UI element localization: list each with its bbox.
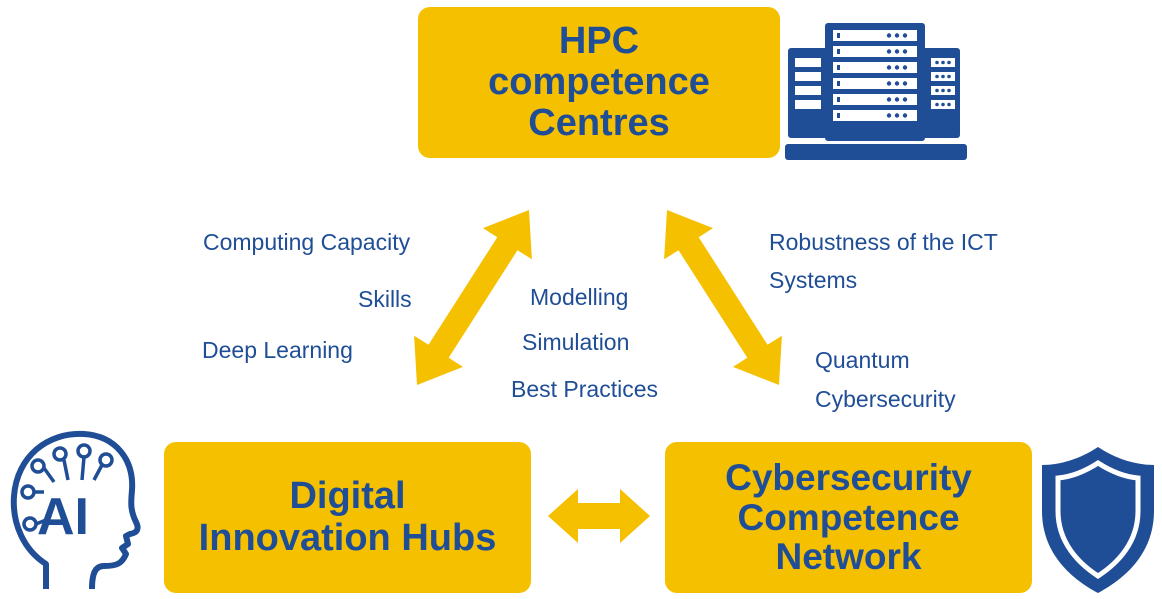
shield-icon <box>1042 447 1154 593</box>
label-cybersecurity: Cybersecurity <box>815 386 956 412</box>
node-dih-line-2: Innovation Hubs <box>198 516 497 559</box>
label-computing-capacity: Computing Capacity <box>203 229 411 255</box>
label-skills: Skills <box>358 286 412 312</box>
node-hpc-line-1: HPC <box>558 19 640 62</box>
svg-text:AI: AI <box>37 488 89 546</box>
label-systems: Systems <box>769 267 858 293</box>
label-modelling: Modelling <box>530 284 629 310</box>
node-dih-line-1: Digital <box>289 475 406 518</box>
node-csn-line-3: Network <box>775 536 922 578</box>
node-digital-innovation-hubs: Digital Innovation Hubs <box>164 442 531 593</box>
label-simulation: Simulation <box>522 329 630 355</box>
node-csn-line-2: Competence <box>737 496 960 538</box>
label-quantum: Quantum <box>815 347 910 373</box>
node-hpc-line-3: Centres <box>528 102 670 145</box>
node-cybersecurity-competence-network: Cybersecurity Competence Network <box>665 442 1032 593</box>
server-rack-icon <box>785 23 967 160</box>
node-hpc-line-2: competence <box>488 60 710 103</box>
node-hpc-competence-centres: HPC competence Centres <box>418 7 780 158</box>
label-deep-learning: Deep Learning <box>202 337 353 363</box>
arrow-dih-csn <box>548 489 650 543</box>
arrow-hpc-dih <box>414 210 532 385</box>
label-robustness-ict: Robustness of the ICT <box>769 229 998 255</box>
node-csn-line-1: Cybersecurity <box>725 456 972 498</box>
ai-head-icon: AI <box>10 430 141 590</box>
label-best-practices: Best Practices <box>511 376 658 402</box>
arrow-hpc-csn <box>664 210 782 385</box>
